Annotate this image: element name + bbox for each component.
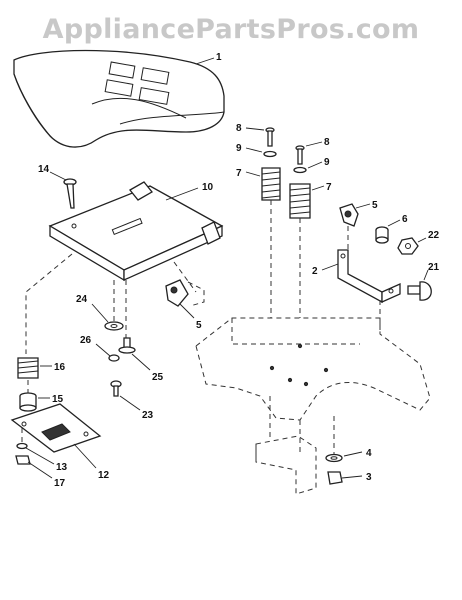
callout-2: 2 <box>312 266 318 277</box>
callout-17: 17 <box>54 478 66 489</box>
washer-small <box>108 354 120 362</box>
bolt-3 <box>327 471 343 485</box>
shoulder-bolt <box>118 337 136 354</box>
callout-9: 9 <box>236 143 242 154</box>
callout-4: 4 <box>366 448 372 459</box>
spacer <box>19 392 37 412</box>
washer-9-right <box>293 166 307 174</box>
watermark-logo: AppliancePartsPros.com <box>42 14 420 45</box>
nut-17 <box>15 455 31 465</box>
bushing <box>375 226 389 244</box>
bolt-23 <box>110 380 122 397</box>
callout-10: 10 <box>202 182 214 193</box>
callout-6: 6 <box>402 214 408 225</box>
seat-pan <box>48 181 224 282</box>
spring-16 <box>17 357 39 379</box>
lower-bracket <box>255 435 317 495</box>
callout-26: 26 <box>80 335 92 346</box>
callout-24: 24 <box>76 294 88 305</box>
washer-9-left <box>263 150 277 158</box>
callout-8: 8 <box>324 137 330 148</box>
washer <box>104 321 124 331</box>
bolt-8-left <box>265 127 275 147</box>
seat <box>13 49 225 148</box>
clip-right <box>339 203 359 227</box>
callout-7: 7 <box>236 168 242 179</box>
callout-15: 15 <box>52 394 64 405</box>
bolt <box>63 178 77 209</box>
callout-3: 3 <box>366 472 372 483</box>
washer-4 <box>325 453 343 463</box>
callout-23: 23 <box>142 410 154 421</box>
nut-22 <box>397 237 419 255</box>
spring-7-left <box>261 167 281 201</box>
spring-7-right <box>289 183 311 219</box>
fender-frame <box>195 317 431 456</box>
callout-13: 13 <box>56 462 68 473</box>
callout-16: 16 <box>54 362 66 373</box>
callout-22: 22 <box>428 230 440 241</box>
callout-8: 8 <box>236 123 242 134</box>
callout-21: 21 <box>428 262 440 273</box>
callout-1: 1 <box>216 52 222 63</box>
adjuster-plate <box>10 403 102 453</box>
callout-5: 5 <box>372 200 378 211</box>
bracket <box>337 249 401 304</box>
callout-12: 12 <box>98 470 110 481</box>
bolt-8-right <box>295 145 305 165</box>
callout-7: 7 <box>326 182 332 193</box>
callout-9: 9 <box>324 157 330 168</box>
knob <box>407 281 432 301</box>
callout-5: 5 <box>196 320 202 331</box>
washer-13 <box>16 442 28 450</box>
callout-14: 14 <box>38 164 50 175</box>
clip-left <box>165 279 189 307</box>
callout-25: 25 <box>152 372 164 383</box>
